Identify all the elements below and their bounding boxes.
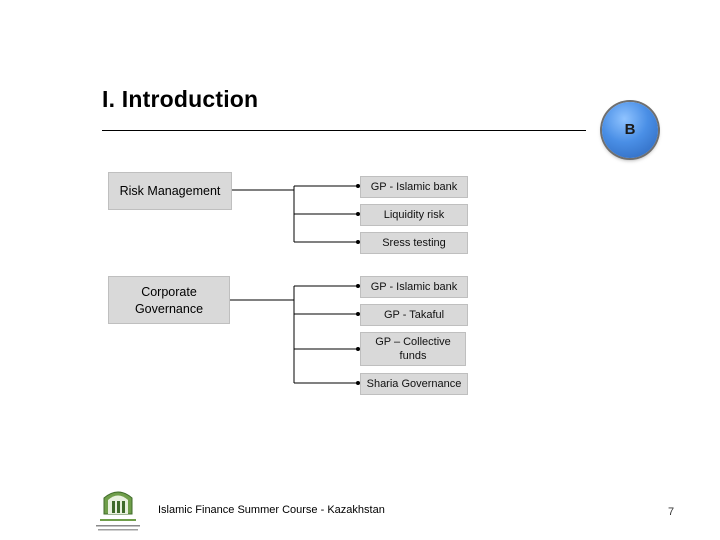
gp-takaful-label: GP - Takaful bbox=[383, 309, 445, 321]
gp-islamic-bank-label-1: GP - Islamic bank bbox=[370, 181, 458, 193]
stress-testing-label: Sress testing bbox=[382, 237, 446, 249]
risk-management-label: Risk Management bbox=[119, 184, 221, 198]
stress-testing-box: Sress testing bbox=[360, 232, 468, 254]
gp-islamic-bank-label-2: GP - Islamic bank bbox=[370, 281, 458, 293]
gp-islamic-bank-box-2: GP - Islamic bank bbox=[360, 276, 468, 298]
badge-letter: B bbox=[624, 121, 636, 138]
liquidity-risk-label: Liquidity risk bbox=[383, 209, 445, 221]
liquidity-risk-box: Liquidity risk bbox=[360, 204, 468, 226]
gp-collective-funds-line1: GP – Collective bbox=[375, 336, 451, 348]
gp-collective-funds-line2: funds bbox=[399, 349, 427, 362]
institute-logo bbox=[96, 491, 140, 531]
gp-islamic-bank-box-1: GP - Islamic bank bbox=[360, 176, 468, 198]
slide-title: I. Introduction bbox=[102, 86, 259, 112]
sharia-governance-label: Sharia Governance bbox=[366, 378, 462, 390]
corporate-governance-box: Corporate Governance bbox=[108, 276, 230, 324]
title-divider bbox=[102, 130, 586, 131]
sharia-governance-box: Sharia Governance bbox=[360, 373, 468, 395]
corporate-governance-line2: Governance bbox=[134, 302, 204, 316]
risk-management-box: Risk Management bbox=[108, 172, 232, 210]
gp-collective-funds-box: GP – Collective funds bbox=[360, 332, 466, 366]
section-badge: B bbox=[602, 102, 658, 158]
page-number: 7 bbox=[668, 506, 675, 518]
corporate-governance-line1: Corporate bbox=[141, 285, 197, 299]
footer-text: Islamic Finance Summer Course - Kazakhst… bbox=[158, 504, 385, 516]
gp-takaful-box: GP - Takaful bbox=[360, 304, 468, 326]
